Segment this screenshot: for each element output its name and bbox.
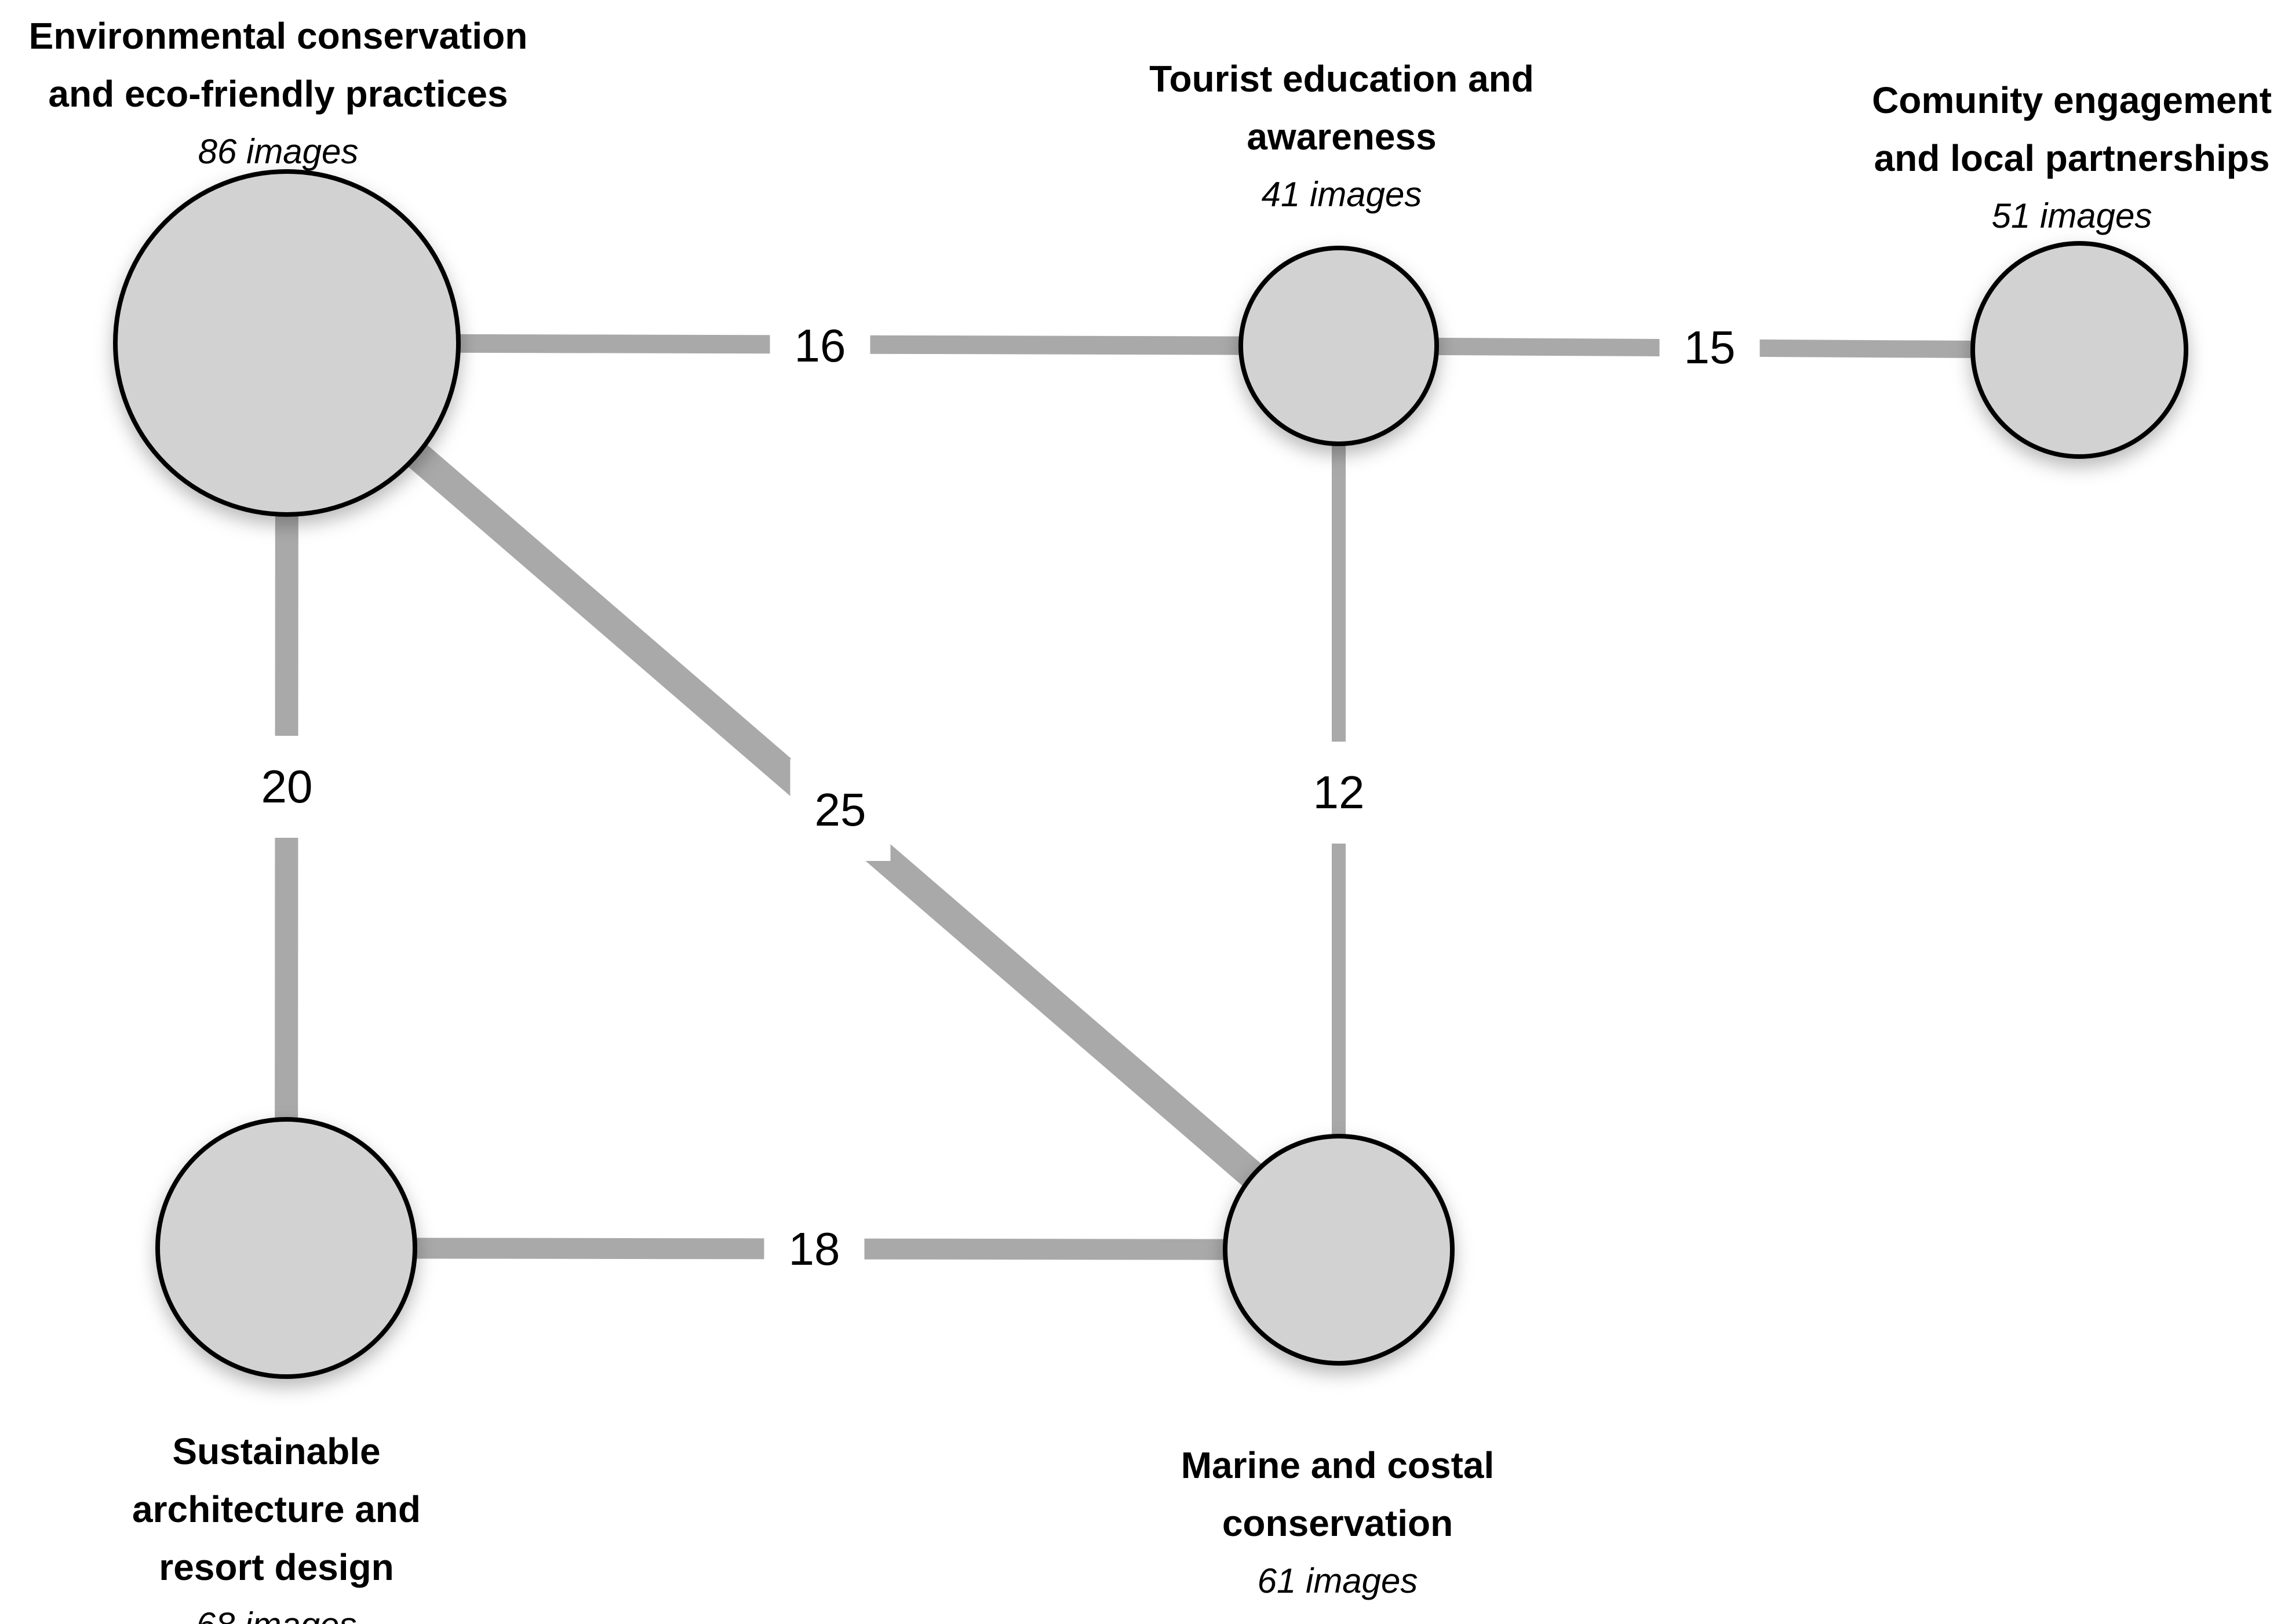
node-title-line: architecture and bbox=[132, 1488, 421, 1530]
node-image-count: 61 images bbox=[1257, 1561, 1418, 1600]
node-label-sustainable: Sustainable architecture and resort design… bbox=[132, 1422, 421, 1624]
node-circle-marine bbox=[1223, 1134, 1455, 1366]
node-title-line: Tourist education and bbox=[1149, 58, 1534, 100]
node-title-line: awareness bbox=[1247, 116, 1437, 158]
node-image-count: 41 images bbox=[1261, 175, 1422, 214]
node-title-line: Comunity engagement bbox=[1872, 79, 2272, 121]
nodes-group bbox=[113, 169, 2188, 1379]
edges-group bbox=[275, 332, 2080, 1261]
edge-weight-label-environmental-sustainable: 20 bbox=[236, 736, 337, 838]
node-circle-sustainable bbox=[155, 1117, 417, 1379]
node-label-environmental: Environmental conservation and eco-friend… bbox=[29, 7, 528, 181]
node-title-line: Environmental conservation bbox=[28, 15, 528, 57]
node-title-line: conservation bbox=[1222, 1502, 1453, 1544]
node-circle-community bbox=[1970, 241, 2188, 459]
node-circle-environmental bbox=[113, 169, 461, 517]
edge-weight-label-environmental-tourist: 16 bbox=[770, 295, 870, 397]
node-title-line: resort design bbox=[159, 1546, 394, 1588]
node-title-line: Sustainable bbox=[172, 1430, 381, 1472]
node-label-tourist: Tourist education and awareness 41 images bbox=[1149, 50, 1534, 224]
node-circle-tourist bbox=[1238, 246, 1439, 446]
node-image-count: 86 images bbox=[198, 132, 359, 171]
edge-weight-label-tourist-marine: 12 bbox=[1288, 742, 1389, 844]
node-label-community: Comunity engagement and local partnership… bbox=[1872, 71, 2272, 245]
node-label-marine: Marine and costal conservation 61 images bbox=[1181, 1436, 1495, 1610]
edge-weight-label-environmental-marine: 25 bbox=[790, 759, 891, 861]
node-title-line: and eco-friendly practices bbox=[48, 73, 508, 115]
node-title-line: and local partnerships bbox=[1874, 137, 2270, 179]
node-image-count: 68 images bbox=[132, 1596, 421, 1624]
node-title-line: Marine and costal bbox=[1181, 1444, 1495, 1486]
edge-weight-label-sustainable-marine: 18 bbox=[764, 1198, 865, 1300]
node-image-count: 51 images bbox=[1991, 196, 2152, 235]
edge-weight-label-tourist-community: 15 bbox=[1659, 297, 1760, 399]
